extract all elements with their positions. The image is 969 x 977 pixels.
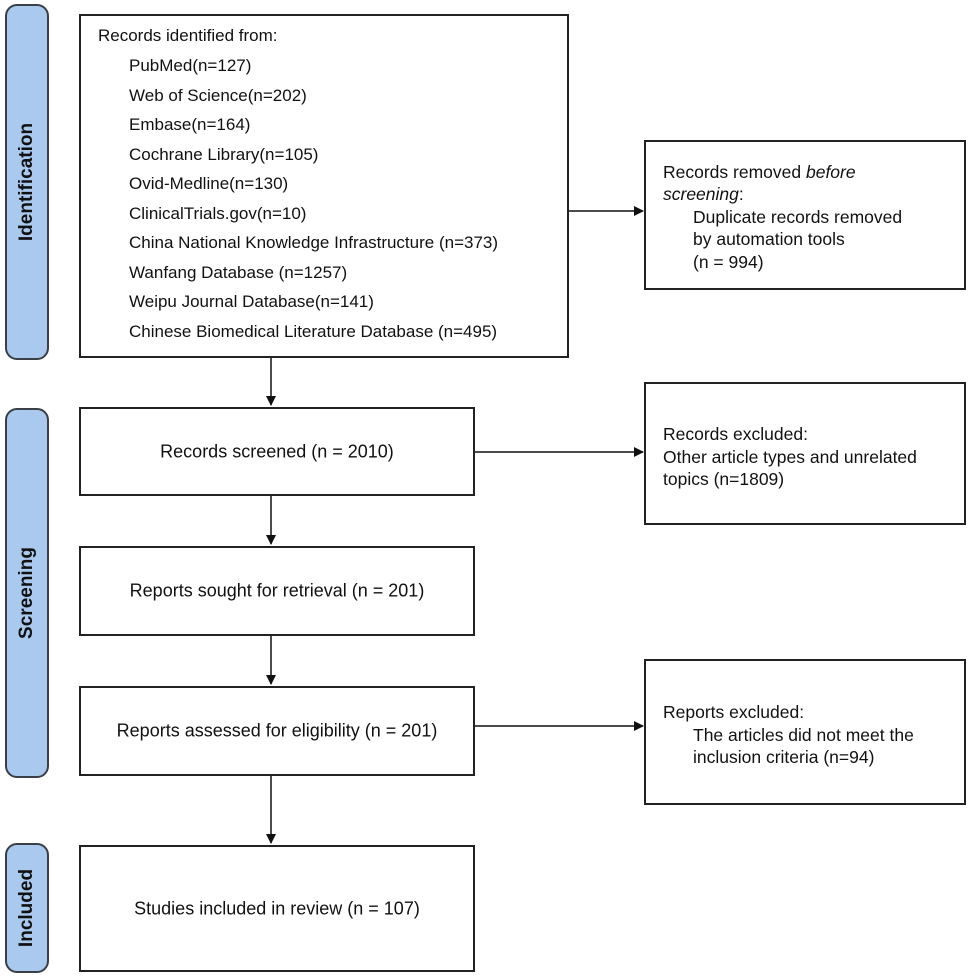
removed-line1: Records removed before [663,162,856,182]
records-identified-heading: Records identified from: [98,26,278,45]
removed-line3: Duplicate records removed [693,207,903,227]
source-item: Web of Science(n=202) [129,85,307,105]
excluded-line1: Records excluded: [663,424,808,444]
source-item: Ovid-Medline(n=130) [129,174,289,193]
removed-line5: (n = 994) [693,252,764,272]
excluded-line3: topics (n=1809) [663,469,785,489]
records-removed-box: Records removed before screening: Duplic… [644,140,966,290]
reports-excluded-line1: Reports excluded: [663,702,805,722]
records-screened-box: Records screened (n = 2010) [79,407,475,496]
source-item: China National Knowledge Infrastructure … [129,233,499,252]
phase-identification: Identification [5,4,49,360]
phase-included: Included [5,843,49,973]
source-list: PubMed(n=127) Web of Science(n=202) Emba… [129,51,498,346]
source-item: Embase(n=164) [129,115,251,134]
reports-assessed-label: Reports assessed for eligibility (n = 20… [116,720,438,741]
source-item: Weipu Journal Database(n=141) [129,292,374,311]
reports-sought-label: Reports sought for retrieval (n = 201) [129,580,425,601]
removed-line4: by automation tools [693,229,845,249]
source-item: PubMed(n=127) [129,56,252,75]
records-excluded-box: Records excluded: Other article types an… [644,382,966,525]
studies-included-label: Studies included in review (n = 107) [134,898,420,918]
source-item: Cochrane Library(n=105) [129,144,319,164]
source-item: Wanfang Database (n=1257) [129,262,348,282]
reports-assessed-box: Reports assessed for eligibility (n = 20… [79,686,475,776]
reports-sought-box: Reports sought for retrieval (n = 201) [79,546,475,636]
reports-excluded-line3: inclusion criteria (n=94) [693,747,875,767]
studies-included-box: Studies included in review (n = 107) [79,845,475,972]
reports-excluded-line2: The articles did not meet the [693,725,914,745]
phase-screening: Screening [5,408,49,778]
removed-line2: screening: [663,184,744,204]
source-item: Chinese Biomedical Literature Database (… [129,321,498,341]
reports-excluded-box: Reports excluded: The articles did not m… [644,659,966,805]
excluded-line2: Other article types and unrelated [663,447,917,467]
records-screened-label: Records screened (n = 2010) [160,441,394,461]
source-item: ClinicalTrials.gov(n=10) [129,203,307,223]
records-identified-box: Records identified from: PubMed(n=127) W… [79,14,569,358]
